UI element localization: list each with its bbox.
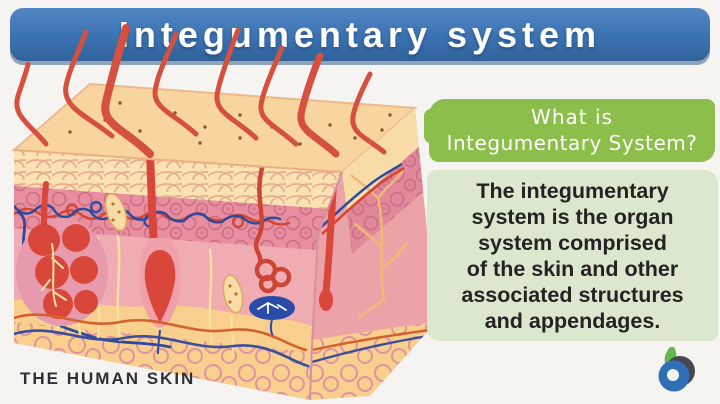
page-title: Integumentary system (118, 13, 602, 55)
definition-line: and appendages. (484, 308, 661, 333)
pacinian-corpuscle (249, 296, 295, 339)
definition-line: associated structures (461, 282, 684, 307)
skin-side-face (310, 108, 436, 400)
info-heading-banner: What is Integumentary System? (424, 99, 715, 162)
sensory-receptor (104, 192, 244, 314)
block-edges (13, 149, 343, 401)
definition-box: The integumentary system is the organ sy… (427, 170, 718, 341)
sweat-gland-coil (253, 165, 292, 294)
illustration-caption: THE HUMAN SKIN (20, 369, 196, 388)
definition-line: The integumentary (476, 178, 669, 203)
subcutaneous-vessels (14, 313, 310, 368)
info-heading-line2: Integumentary System? (446, 131, 698, 155)
info-heading-line1: What is (531, 105, 613, 129)
fat-cells (14, 322, 312, 400)
skin-illustration (11, 24, 436, 401)
brand-logo (658, 347, 695, 392)
blood-vessel-red (321, 166, 405, 235)
hair-follicle (139, 150, 181, 355)
definition-line: of the skin and other (466, 256, 679, 281)
skin-cross-section (14, 150, 342, 400)
hair-strands (14, 24, 387, 158)
nerve-tree (350, 170, 408, 320)
sebaceous-gland (16, 181, 108, 326)
definition-line: system is the organ (471, 204, 674, 229)
header-banner: Integumentary system (10, 8, 710, 61)
definition-line: system comprised (478, 230, 667, 255)
